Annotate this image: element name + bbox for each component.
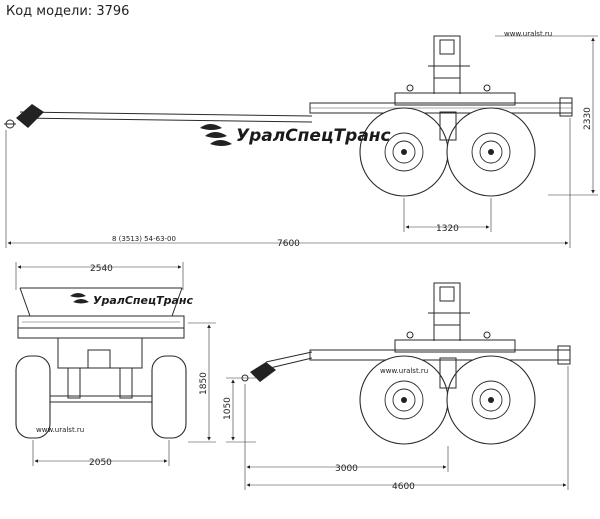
dim-overall-length-label: 7600 [277, 239, 300, 249]
stanchion [406, 35, 491, 94]
dim-wheelbase: 1320 [403, 198, 492, 234]
dim-wheelbase-label: 1320 [436, 224, 459, 234]
dim-width: 2540 [15, 262, 184, 290]
retracted-website-text: www.uralst.ru [380, 367, 428, 375]
side-view-retracted: 1850 1050 [188, 282, 571, 492]
retracted-drawbar [241, 351, 313, 382]
front-tire-right [151, 355, 187, 439]
front-brand-logo: УралСпецТранс [70, 293, 194, 307]
retracted-stanchion [406, 282, 491, 341]
dim-overall-length: 8 (3513) 54-63-00 7600 [5, 118, 571, 249]
model-code-label: Код модели: 3796 [6, 4, 130, 19]
front-brand-name: УралСпецТранс [93, 294, 194, 307]
dim-height: 2330 [495, 35, 598, 196]
dim-track-label: 2050 [89, 458, 112, 468]
dim-track: 2050 [32, 440, 170, 468]
wheel-front [359, 107, 449, 197]
front-tire-left [15, 355, 51, 439]
dim-width-label: 2540 [90, 264, 113, 274]
dim-height-label: 2330 [583, 107, 593, 130]
dim-coupling-max-label: 1850 [199, 372, 209, 395]
side-view-extended: УралСпецТранс www.uralst.ru 2330 1320 8 … [4, 30, 598, 249]
frame [309, 92, 573, 117]
dim-length-retracted: 4600 [246, 366, 569, 492]
front-view: 2540 УралСпецТранс www.uralst.ru 2050 [15, 262, 194, 468]
brand-name: УралСпецТранс [236, 126, 391, 146]
phone-text: 8 (3513) 54-63-00 [112, 235, 176, 243]
drawbar [4, 104, 313, 129]
dim-drawbar-to-axle-label: 3000 [335, 464, 358, 474]
dim-coupling-min-label: 1050 [223, 397, 233, 420]
brand-logo: УралСпецТранс [200, 124, 391, 146]
dim-drawbar-to-axle: 3000 [244, 384, 449, 490]
dim-coupling-min: 1050 [223, 377, 256, 443]
website-text: www.uralst.ru [504, 30, 552, 38]
retracted-wheel-rear [446, 355, 536, 445]
retracted-wheel-front [359, 355, 449, 445]
dim-length-retracted-label: 4600 [392, 482, 415, 492]
dim-coupling-max: 1850 [188, 322, 216, 443]
front-website-text: www.uralst.ru [36, 426, 84, 434]
wheel-rear [446, 107, 536, 197]
